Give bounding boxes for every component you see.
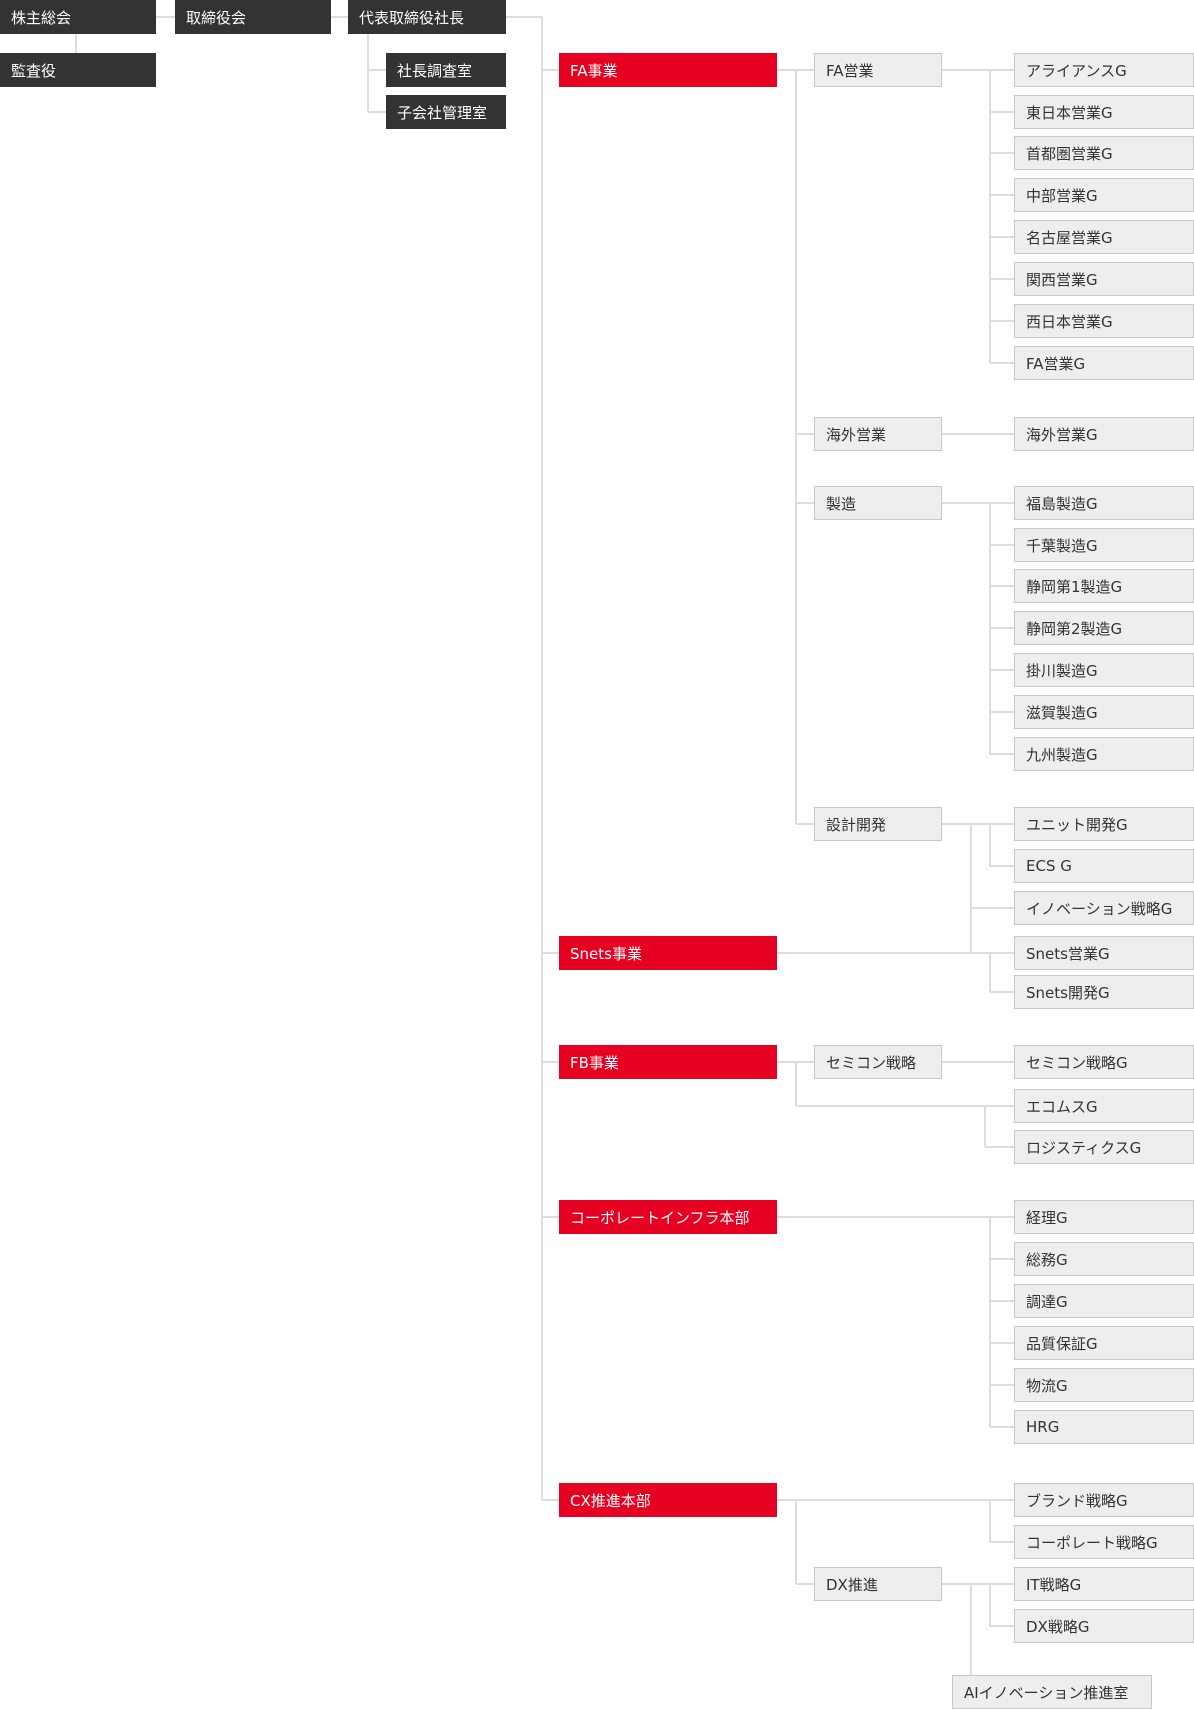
cx-division-box: CX推進本部 (559, 1483, 777, 1517)
group-box: 名古屋営業G (1014, 220, 1194, 254)
group-box: FA営業G (1014, 346, 1194, 380)
group-box: 調達G (1014, 1284, 1194, 1318)
president-research-office-box: 社長調査室 (386, 53, 506, 87)
group-box: 掛川製造G (1014, 653, 1194, 687)
semicon-strategy-dept-box: セミコン戦略 (814, 1045, 942, 1079)
group-box: 物流G (1014, 1368, 1194, 1402)
group-box: 西日本営業G (1014, 304, 1194, 338)
dx-dept-box: DX推進 (814, 1567, 942, 1601)
group-box: 千葉製造G (1014, 528, 1194, 562)
group-box: アライアンスG (1014, 53, 1194, 87)
group-box: エコムスG (1014, 1089, 1194, 1123)
group-box: ロジスティクスG (1014, 1130, 1194, 1164)
design-dev-dept-box: 設計開発 (814, 807, 942, 841)
group-box: 福島製造G (1014, 486, 1194, 520)
fa-division-box: FA事業 (559, 53, 777, 87)
group-box: 静岡第1製造G (1014, 569, 1194, 603)
group-box: DX戦略G (1014, 1609, 1194, 1643)
manufacturing-dept-box: 製造 (814, 486, 942, 520)
group-box: 中部営業G (1014, 178, 1194, 212)
overseas-sales-dept-box: 海外営業 (814, 417, 942, 451)
fa-sales-dept-box: FA営業 (814, 53, 942, 87)
group-box: 総務G (1014, 1242, 1194, 1276)
group-box: ブランド戦略G (1014, 1483, 1194, 1517)
snets-division-box: Snets事業 (559, 936, 777, 970)
group-box: 品質保証G (1014, 1326, 1194, 1360)
group-box: Snets開発G (1014, 975, 1194, 1009)
group-box: 静岡第2製造G (1014, 611, 1194, 645)
president-box: 代表取締役社長 (348, 0, 506, 34)
group-box: 九州製造G (1014, 737, 1194, 771)
group-box: IT戦略G (1014, 1567, 1194, 1601)
fb-division-box: FB事業 (559, 1045, 777, 1079)
group-box: 滋賀製造G (1014, 695, 1194, 729)
corporate-infra-division-box: コーポレートインフラ本部 (559, 1200, 777, 1234)
group-box: 経理G (1014, 1200, 1194, 1234)
board-box: 取締役会 (175, 0, 331, 34)
group-box: ユニット開発G (1014, 807, 1194, 841)
subsidiary-management-office-box: 子会社管理室 (386, 95, 506, 129)
group-box: イノベーション戦略G (1014, 891, 1194, 925)
ai-innovation-office-box: AIイノベーション推進室 (952, 1675, 1152, 1709)
group-box: ECS G (1014, 849, 1194, 883)
group-box: Snets営業G (1014, 936, 1194, 970)
group-box: 東日本営業G (1014, 95, 1194, 129)
group-box: 海外営業G (1014, 417, 1194, 451)
group-box: 首都圏営業G (1014, 136, 1194, 170)
group-box: セミコン戦略G (1014, 1045, 1194, 1079)
group-box: 関西営業G (1014, 262, 1194, 296)
shareholders-meeting-box: 株主総会 (0, 0, 156, 34)
group-box: コーポレート戦略G (1014, 1525, 1194, 1559)
group-box: HRG (1014, 1410, 1194, 1444)
auditor-box: 監査役 (0, 53, 156, 87)
